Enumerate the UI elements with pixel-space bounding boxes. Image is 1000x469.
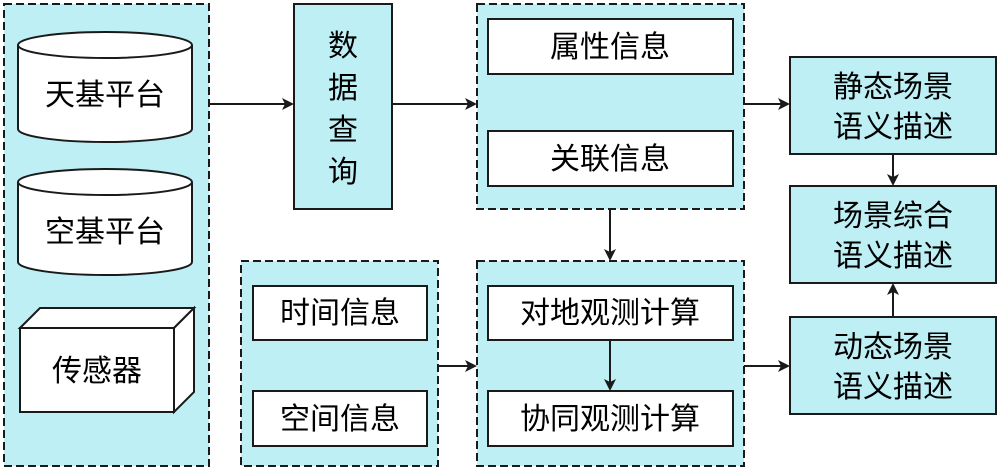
air-platform-label: 空基平台 xyxy=(45,215,165,250)
overall-description-box xyxy=(789,185,997,284)
coop-observation-box xyxy=(487,390,734,447)
dynamic-description-line1: 动态场景 xyxy=(833,330,953,365)
data-query-char: 询 xyxy=(328,155,358,190)
coop-observation-label: 协同观测计算 xyxy=(520,402,700,437)
time-info-box xyxy=(252,285,428,341)
data-query-char: 查 xyxy=(328,113,358,148)
association-info-box xyxy=(487,130,734,187)
static-description-line2: 语义描述 xyxy=(833,110,953,145)
data-query-label: 数 据 查 询 xyxy=(328,29,358,190)
air-platform-cylinder: 空基平台 xyxy=(17,168,193,276)
ground-observation-box xyxy=(487,285,734,341)
space-platform-label: 天基平台 xyxy=(45,78,165,113)
data-query-char: 数 xyxy=(328,29,358,64)
static-description-line1: 静态场景 xyxy=(833,70,953,105)
sensor-box: 传感器 xyxy=(17,305,197,415)
attribute-info-box xyxy=(487,18,734,75)
space-info-box xyxy=(252,390,428,447)
space-info-label: 空间信息 xyxy=(280,402,400,437)
data-query-char: 据 xyxy=(328,71,358,106)
overall-description-line2: 语义描述 xyxy=(833,239,953,274)
ground-observation-label: 对地观测计算 xyxy=(520,296,700,331)
time-info-label: 时间信息 xyxy=(280,296,400,331)
attribute-info-label: 属性信息 xyxy=(550,30,670,65)
association-info-label: 关联信息 xyxy=(550,142,670,177)
dynamic-description-line2: 语义描述 xyxy=(833,370,953,405)
sensor-label: 传感器 xyxy=(52,354,142,389)
static-description-box xyxy=(789,56,997,155)
data-query-box xyxy=(293,3,393,210)
space-platform-cylinder: 天基平台 xyxy=(17,31,193,143)
dynamic-description-box xyxy=(789,316,997,415)
overall-description-line1: 场景综合 xyxy=(833,199,953,234)
